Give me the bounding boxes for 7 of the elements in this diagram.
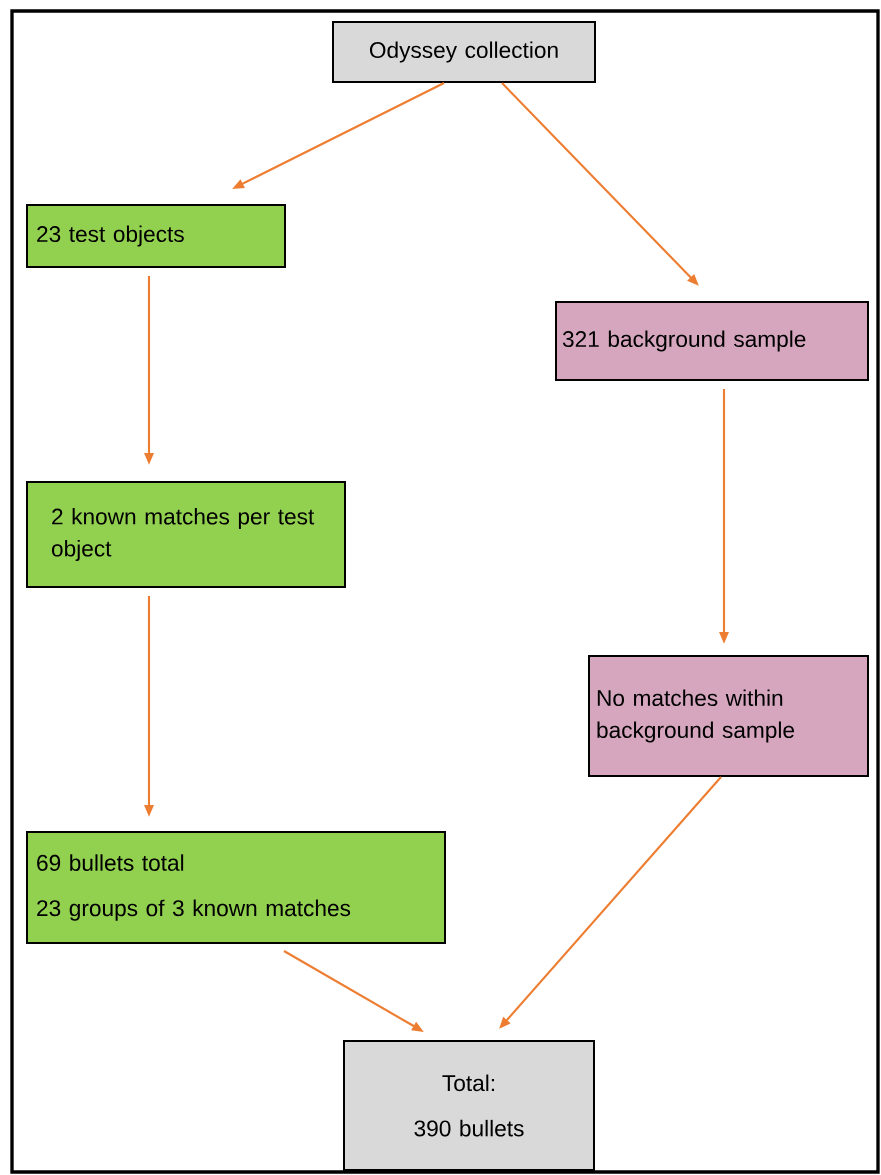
process-box: 2 known matches per test object [26, 481, 346, 588]
process-box: Total: 390 bullets [343, 1040, 595, 1171]
process-box: 23 test objects [26, 204, 286, 268]
process-box: Odyssey collection [332, 21, 596, 83]
process-box: 69 bullets total 23 groups of 3 known matches [26, 831, 446, 944]
process-box: No matches within background sample [588, 655, 869, 777]
process-box: 321 background sample [555, 301, 869, 381]
